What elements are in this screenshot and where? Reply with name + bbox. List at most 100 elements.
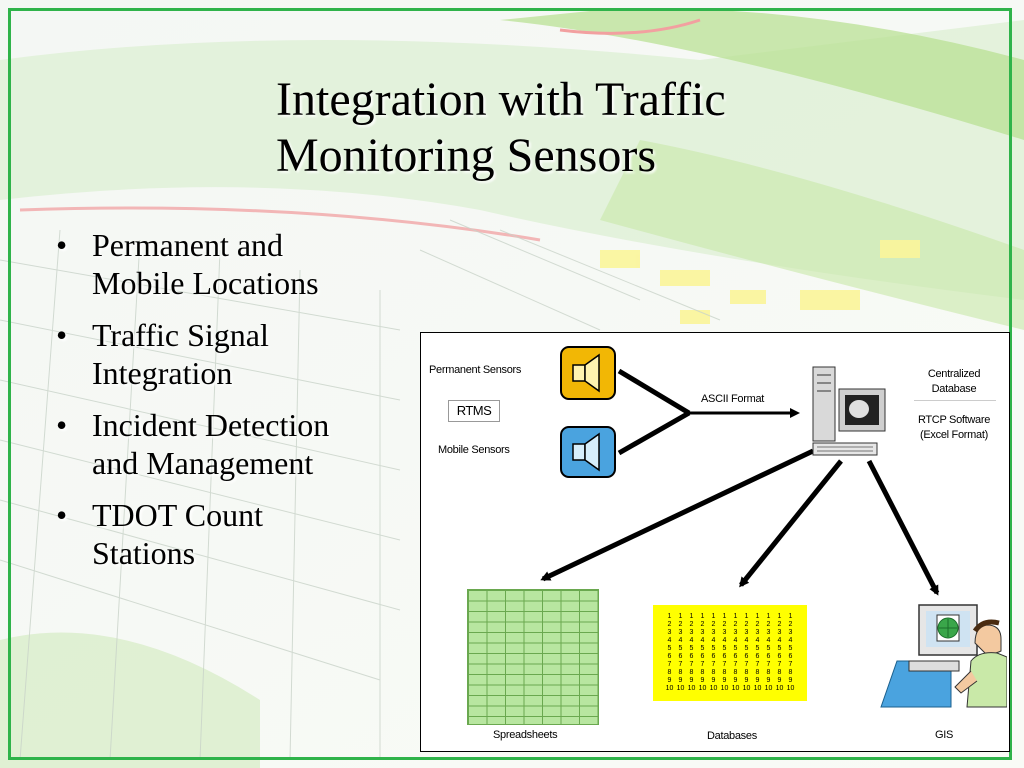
database-divider — [914, 400, 996, 401]
db-cell: 5 — [722, 645, 727, 652]
db-cell: 2 — [733, 621, 738, 628]
db-cell: 2 — [755, 621, 760, 628]
db-cell: 10 — [742, 685, 751, 692]
slide-title: Integration with Traffic Monitoring Sens… — [276, 72, 836, 184]
bullet-glyph: • — [56, 407, 68, 443]
computer-icon — [812, 366, 886, 456]
db-cell: 2 — [777, 621, 782, 628]
db-cell: 6 — [667, 653, 672, 660]
bullet-glyph: • — [56, 497, 68, 533]
db-cell: 4 — [711, 637, 716, 644]
db-cell: 10 — [720, 685, 729, 692]
db-cell: 4 — [678, 637, 683, 644]
rtcp-line-2: (Excel Format) — [920, 429, 988, 441]
rtcp-line-1: RTCP Software — [917, 414, 991, 426]
db-cell: 9 — [733, 677, 738, 684]
bullet-line: Stations — [92, 535, 196, 571]
db-cell: 3 — [744, 629, 749, 636]
db-cell: 3 — [722, 629, 727, 636]
rtcp-software-label: RTCP Software (Excel Format) — [909, 413, 999, 443]
db-cell: 10 — [676, 685, 685, 692]
mobile-sensor-icon — [560, 426, 616, 478]
db-cell: 1 — [711, 613, 716, 620]
db-cell: 7 — [678, 661, 683, 668]
gis-label: GIS — [935, 729, 954, 741]
db-cell: 6 — [722, 653, 727, 660]
db-cell: 7 — [744, 661, 749, 668]
db-cell: 1 — [678, 613, 683, 620]
arrow-permanent-to-junction — [617, 368, 691, 416]
db-cell: 6 — [777, 653, 782, 660]
db-cell: 4 — [755, 637, 760, 644]
flow-arrows — [540, 368, 940, 596]
db-cell: 9 — [700, 677, 705, 684]
db-cell: 5 — [766, 645, 771, 652]
db-cell: 9 — [678, 677, 683, 684]
bullet-line: TDOT Count — [92, 497, 263, 533]
db-cell: 8 — [766, 669, 771, 676]
db-cell: 5 — [689, 645, 694, 652]
db-cell: 4 — [777, 637, 782, 644]
db-cell: 8 — [788, 669, 793, 676]
db-cell: 1 — [777, 613, 782, 620]
db-cell: 9 — [766, 677, 771, 684]
arrow-mobile-to-junction — [617, 410, 691, 456]
db-cell: 9 — [777, 677, 782, 684]
db-cell: 7 — [700, 661, 705, 668]
db-cell: 5 — [744, 645, 749, 652]
db-cell: 3 — [689, 629, 694, 636]
db-cell: 2 — [678, 621, 683, 628]
db-cell: 9 — [788, 677, 793, 684]
data-flow-diagram: Permanent Sensors RTMS Mobile Sensors AS… — [420, 332, 1010, 752]
db-cell: 8 — [755, 669, 760, 676]
spreadsheets-label: Spreadsheets — [493, 729, 558, 741]
gis-workstation-icon — [880, 604, 1007, 708]
db-cell: 4 — [722, 637, 727, 644]
db-cell: 4 — [733, 637, 738, 644]
db-cell: 9 — [755, 677, 760, 684]
db-cell: 8 — [667, 669, 672, 676]
db-cell: 9 — [667, 677, 672, 684]
db-cell: 3 — [755, 629, 760, 636]
bullet-glyph: • — [56, 227, 68, 263]
db-cell: 1 — [766, 613, 771, 620]
slide-frame — [8, 8, 1012, 760]
bullet-line: Incident Detection — [92, 407, 330, 443]
db-cell: 2 — [711, 621, 716, 628]
db-cell: 8 — [777, 669, 782, 676]
arrow-to-spreadsheets — [540, 448, 815, 582]
db-cell: 6 — [689, 653, 694, 660]
db-cell: 4 — [700, 637, 705, 644]
db-cell: 1 — [722, 613, 727, 620]
db-cell: 6 — [700, 653, 705, 660]
db-cell: 1 — [689, 613, 694, 620]
db-cell: 2 — [744, 621, 749, 628]
db-cell: 10 — [665, 685, 674, 692]
db-cell: 5 — [711, 645, 716, 652]
db-cell: 8 — [678, 669, 683, 676]
db-cell: 8 — [722, 669, 727, 676]
db-cell: 10 — [775, 685, 784, 692]
db-cell: 1 — [788, 613, 793, 620]
db-cell: 9 — [711, 677, 716, 684]
db-cell: 7 — [777, 661, 782, 668]
db-cell: 7 — [722, 661, 727, 668]
db-cell: 8 — [733, 669, 738, 676]
db-cell: 9 — [744, 677, 749, 684]
db-cell: 5 — [667, 645, 672, 652]
db-cell: 6 — [766, 653, 771, 660]
db-cell: 10 — [731, 685, 740, 692]
permanent-sensor-icon — [560, 346, 616, 400]
db-cell: 3 — [711, 629, 716, 636]
